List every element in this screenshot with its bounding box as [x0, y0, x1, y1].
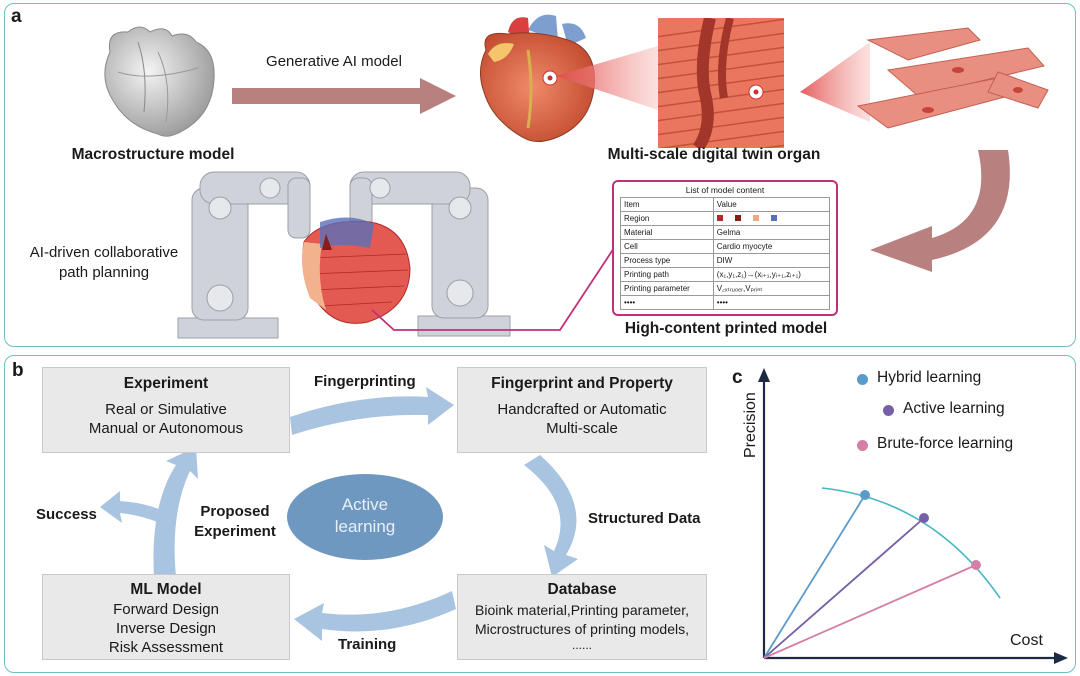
- fingerprint-line1: Handcrafted or Automatic: [497, 401, 667, 418]
- experiment-line1: Real or Simulative: [105, 401, 227, 418]
- legend-label-bruteforce: Brute-force learning: [877, 435, 1014, 452]
- ml-model-line1: Forward Design: [113, 601, 219, 618]
- table-cell: Material: [620, 225, 714, 240]
- ml-model-line3: Risk Assessment: [108, 639, 224, 656]
- experiment-box: Experiment Real or Simulative Manual or …: [42, 367, 290, 453]
- table-cell: V꜀ₓₜᵣᵤ₀ₑᵣ,Vₚᵣᵢₙₜ: [712, 281, 831, 296]
- panel-a-letter: a: [11, 6, 22, 27]
- zoom-beam-2: [800, 42, 870, 122]
- training-label: Training: [338, 636, 397, 653]
- generative-ai-arrow: [232, 78, 456, 114]
- experiment-title: Experiment: [123, 375, 209, 392]
- database-line2: Microstructures of printing models,: [475, 621, 689, 637]
- table-title: List of model content: [685, 185, 765, 195]
- table-cell: ••••: [620, 295, 714, 310]
- hybrid-ray: [763, 494, 866, 659]
- success-label: Success: [36, 506, 97, 523]
- structured-data-label: Structured Data: [588, 510, 701, 527]
- cardiomyocyte-image: [856, 27, 1049, 129]
- table-cell: Region: [620, 211, 714, 226]
- y-axis-label: Precision: [742, 392, 759, 458]
- table-cell: Cell: [620, 239, 714, 254]
- bruteforce-ray: [763, 564, 977, 659]
- table-cell: Gelma: [712, 225, 831, 240]
- table-cell: Process type: [620, 253, 714, 268]
- active-ray: [763, 517, 925, 659]
- fingerprint-title: Fingerprint and Property: [491, 375, 673, 392]
- printed-caption: High-content printed model: [624, 320, 828, 337]
- macro-caption: Macrostructure model: [71, 146, 235, 163]
- region-swatches: [712, 211, 831, 226]
- table-cell: Printing path: [620, 267, 714, 282]
- active-learning-cycle-arrows: [100, 387, 578, 641]
- pareto-curve: [821, 487, 1001, 599]
- panel-b-letter: b: [12, 360, 24, 381]
- y-axis-arrowhead: [758, 368, 770, 382]
- digital-twin-heart-image: [480, 14, 595, 142]
- ml-model-title: ML Model: [130, 581, 202, 598]
- region-swatch-peach: [753, 215, 760, 221]
- legend-label-active: Active learning: [903, 400, 1005, 417]
- twin-caption: Multi-scale digital twin organ: [607, 146, 821, 163]
- active-learning-ellipse: [287, 474, 443, 560]
- table-cell: Cardio myocyte: [712, 239, 831, 254]
- active-point: [919, 513, 929, 523]
- ml-model-line2: Inverse Design: [115, 620, 217, 637]
- table-cell: ••••: [712, 295, 831, 310]
- precision-cost-plot: [758, 368, 1068, 664]
- region-swatch-red: [716, 215, 723, 221]
- table-header-value: Value: [712, 197, 831, 212]
- center-label-line2: learning: [334, 517, 396, 536]
- proposed-label-line2: Experiment: [194, 523, 276, 540]
- fingerprint-line2: Multi-scale: [546, 420, 618, 437]
- experiment-line2: Manual or Autonomous: [88, 420, 244, 437]
- curved-return-arrow: [870, 150, 1010, 272]
- database-line1: Bioink material,Printing parameter,: [475, 602, 689, 618]
- legend-dot-active: [883, 405, 894, 416]
- fingerprinting-label: Fingerprinting: [314, 373, 416, 390]
- x-axis-arrowhead: [1054, 652, 1068, 664]
- hybrid-point: [860, 490, 870, 500]
- legend-dot-hybrid: [857, 374, 868, 385]
- database-box: Database Bioink material,Printing parame…: [457, 574, 707, 660]
- panel-b-c: [4, 355, 1076, 673]
- table-header-item: Item: [620, 197, 714, 212]
- robot-caption-line2: path planning: [58, 264, 150, 281]
- panel-a: [4, 3, 1076, 347]
- bruteforce-point: [971, 560, 981, 570]
- database-line3: ......: [571, 638, 592, 652]
- table-cell: (x₁,y₁,z₁)→(xᵢ₊₁,yᵢ₊₁,zᵢ₊₁): [712, 267, 831, 282]
- tissue-image: [658, 18, 784, 148]
- zoom-beam-1: [556, 46, 658, 110]
- table-cell: DIW: [712, 253, 831, 268]
- ml-model-box: ML Model Forward Design Inverse Design R…: [42, 574, 290, 660]
- center-label-line1: Active: [341, 495, 389, 514]
- fingerprint-box: Fingerprint and Property Handcrafted or …: [457, 367, 707, 453]
- robot-arms-image: [177, 171, 511, 339]
- legend-label-hybrid: Hybrid learning: [877, 369, 982, 386]
- macrostructure-heart-image: [104, 26, 215, 137]
- proposed-label-line1: Proposed: [200, 503, 270, 520]
- database-title: Database: [547, 581, 617, 598]
- robot-caption-line1: AI-driven collaborative: [29, 244, 179, 261]
- generative-ai-label: Generative AI model: [266, 53, 402, 70]
- region-swatch-blue: [771, 215, 778, 221]
- legend-dot-bruteforce: [857, 440, 868, 451]
- panel-c-letter: c: [732, 367, 743, 388]
- table-cell: Printing parameter: [620, 281, 714, 296]
- connector-line: [371, 247, 615, 331]
- region-swatch-darkred: [735, 215, 742, 221]
- x-axis-label: Cost: [1010, 632, 1043, 649]
